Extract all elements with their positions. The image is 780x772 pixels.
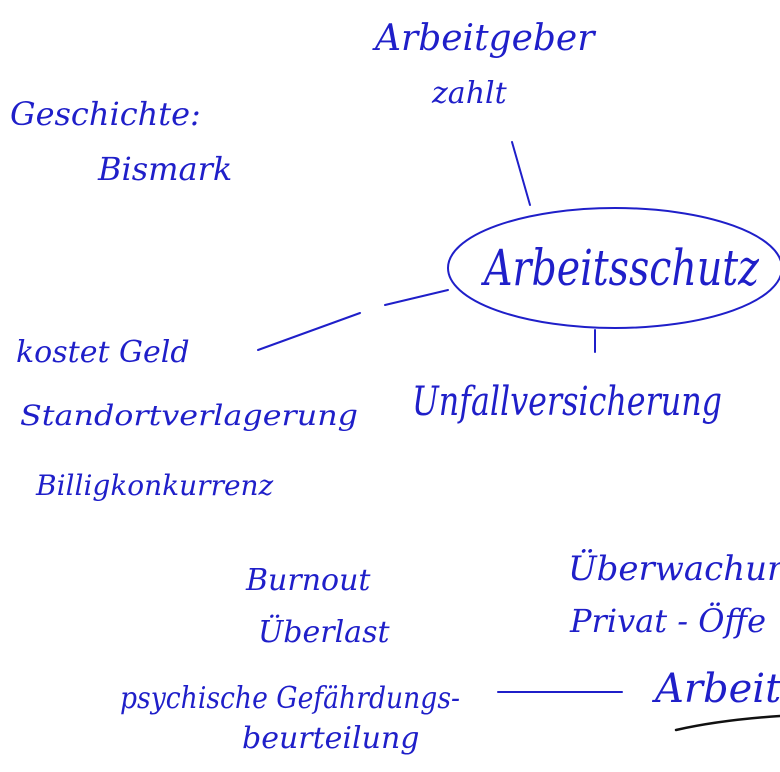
note-unfallversicherung: Unfallversicherung xyxy=(412,379,722,425)
note-kostet-geld: kostet Geld xyxy=(16,335,190,370)
note-arbeitgeber: Arbeitgeber xyxy=(372,18,596,59)
connector-left-lower xyxy=(257,312,361,351)
note-beurteilung: beurteilung xyxy=(242,721,419,756)
note-zahlt: zahlt xyxy=(431,76,508,111)
note-bismarck: Bismark xyxy=(97,150,232,188)
note-ueberwachung: Überwachung xyxy=(568,548,780,589)
note-burnout: Burnout xyxy=(245,563,371,598)
note-billigkonkurrenz: Billigkonkurrenz xyxy=(35,469,274,502)
note-privat-oeffentlich: Privat - Öffe xyxy=(569,602,766,640)
underline-arbeits xyxy=(674,714,780,732)
center-node-arbeitsschutz: Arbeitsschutz xyxy=(481,239,760,297)
connector-left-upper xyxy=(384,289,449,306)
note-psychische: psychische Gefährdungs- xyxy=(120,681,460,716)
note-standortverlagerung: Standortverlagerung xyxy=(20,399,358,432)
note-geschichte: Geschichte: xyxy=(10,95,201,133)
center-ellipse xyxy=(447,207,780,329)
note-ueberlast: Überlast xyxy=(258,614,390,650)
note-arbeits: Arbeits xyxy=(651,666,780,712)
connector-top xyxy=(511,141,531,206)
